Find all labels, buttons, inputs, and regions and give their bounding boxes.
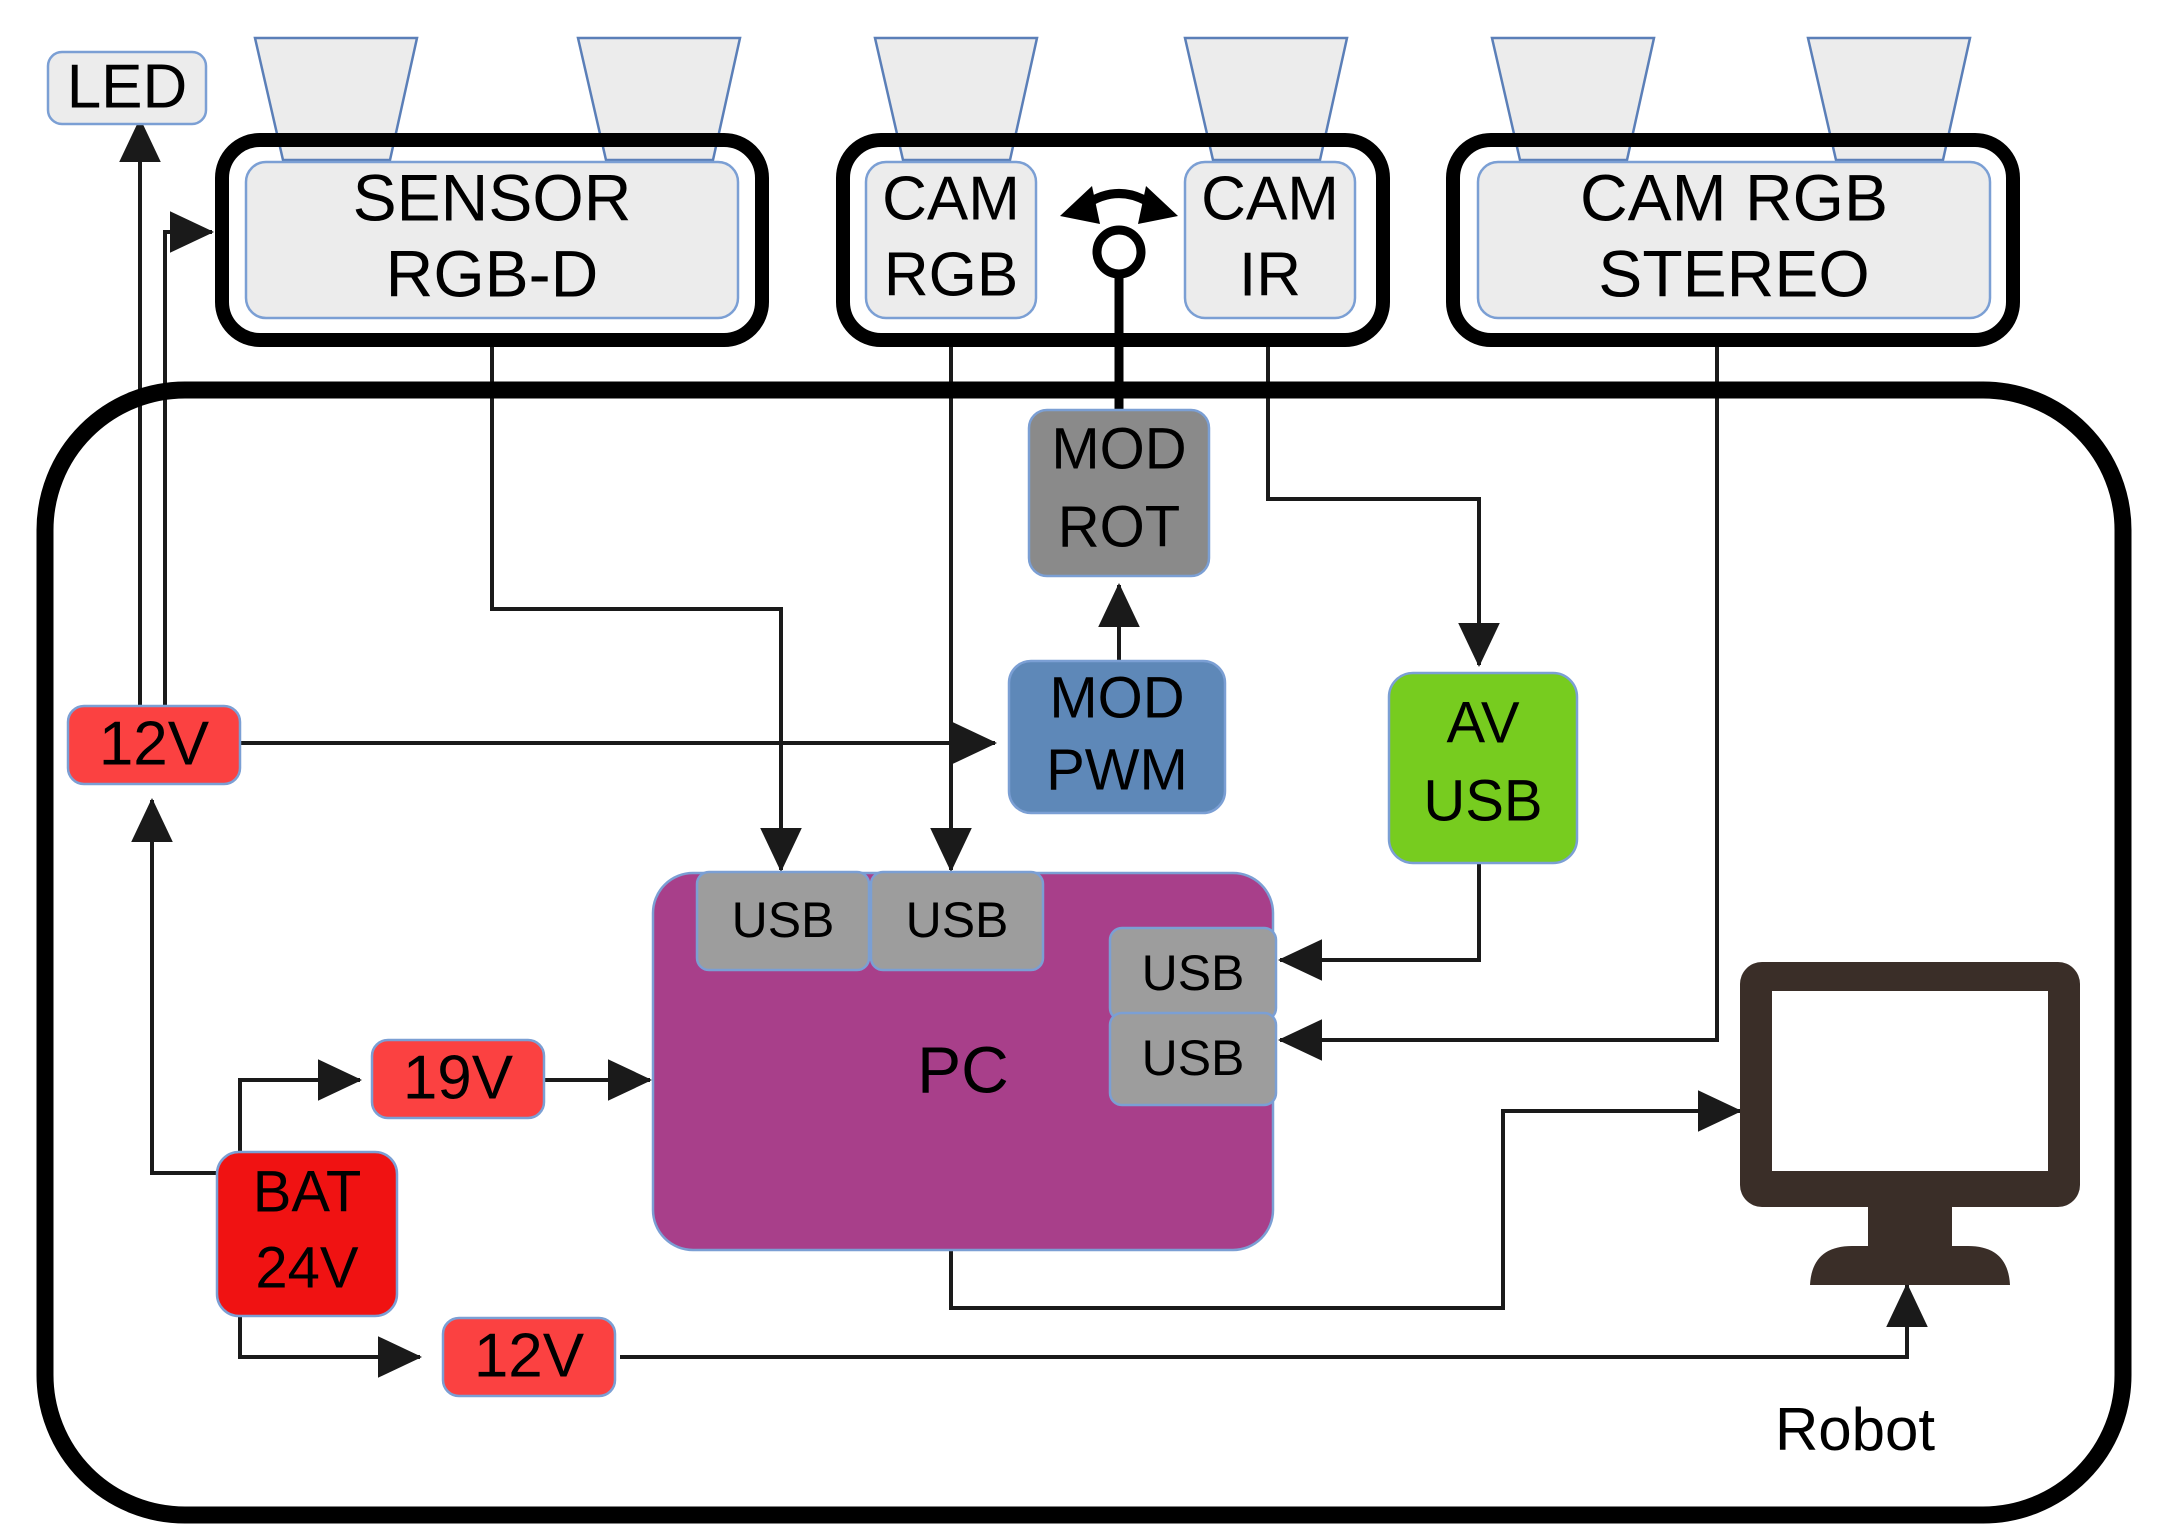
wire-stereo-to-usb4 <box>1278 342 1719 1061</box>
mod-rot-box <box>1027 408 1211 578</box>
battery-block: BAT 24V <box>215 1150 399 1318</box>
mod-rot-label-line1: MOD <box>1051 416 1186 481</box>
display-monitor-icon <box>1740 962 2080 1285</box>
sensor-rgbd-panel <box>244 160 740 320</box>
pc-block: PC USB USB USB USB <box>651 870 1278 1252</box>
cam-rgb-label-line2: RGB <box>884 240 1018 309</box>
mod-pwm-box <box>1007 659 1227 815</box>
cam-ir-lens-cone <box>1183 36 1349 162</box>
mod-pwm-label-line2: PWM <box>1046 737 1188 802</box>
pc-label: PC <box>917 1032 1009 1106</box>
av-usb-label-line2: USB <box>1423 768 1542 833</box>
pan-camera-head-block: CAM RGB CAM IR <box>836 36 1390 347</box>
pan-camera-outer-shell <box>836 133 1390 347</box>
cam-rgb-stereo-panel <box>1476 160 1992 320</box>
pc-usb-port-top-2[interactable] <box>869 870 1045 972</box>
mod-rot-block: MOD ROT <box>1027 408 1211 578</box>
rail-12v-top-label: 12V <box>99 709 210 778</box>
cam-rgb-lens-cone <box>873 36 1039 162</box>
cam-rgb-stereo-outer-shell <box>1446 133 2020 347</box>
stereo-lens-cone-right <box>1806 36 1972 162</box>
sensor-lens-cone-right <box>576 36 742 162</box>
cam-rgb-stereo-label-line2: STEREO <box>1598 236 1869 310</box>
sensor-rgbd-label-line2: RGB-D <box>386 236 599 310</box>
rotation-pivot-circle <box>1092 225 1146 279</box>
wire-bat-to-19v <box>238 1059 362 1163</box>
rotation-arrowhead-left <box>1060 186 1100 224</box>
cam-ir-panel <box>1183 160 1357 320</box>
av-usb-box <box>1387 671 1579 865</box>
sensor-rgbd-block: SENSOR RGB-D <box>215 36 769 347</box>
power-rail-19v: 19V <box>370 1038 546 1120</box>
cam-rgb-panel <box>864 160 1038 320</box>
battery-label-line1: BAT <box>253 1159 362 1224</box>
led-box <box>46 50 208 126</box>
rail-12v-top-box <box>66 704 242 786</box>
cam-rgb-stereo-block: CAM RGB STEREO <box>1446 36 2020 347</box>
stereo-lens-cone-left <box>1490 36 1656 162</box>
mod-rot-label-line2: ROT <box>1058 494 1180 559</box>
mod-pwm-label-line1: MOD <box>1049 665 1184 730</box>
wire-cam-ir-to-av-usb <box>1266 342 1500 667</box>
wire-av-usb-to-usb3 <box>1278 862 1481 981</box>
wire-12v-to-sensor <box>140 211 214 774</box>
robot-enclosure <box>36 381 2132 1524</box>
mod-pwm-block: MOD PWM <box>1007 659 1227 815</box>
pc-usb-port-right-1-label: USB <box>1142 945 1245 1001</box>
av-usb-label-line1: AV <box>1446 690 1519 755</box>
sensor-rgbd-label-line1: SENSOR <box>353 160 632 234</box>
cam-rgb-label-line1: CAM <box>882 164 1020 233</box>
cam-ir-label-line1: CAM <box>1201 164 1339 233</box>
robot-enclosure-label: Robot <box>1775 1396 1935 1463</box>
sensor-lens-cone-left <box>253 36 419 162</box>
rail-12v-bottom-box <box>441 1316 617 1398</box>
wire-bat-to-12v-top <box>131 798 240 1175</box>
wire-pc-to-monitor <box>949 1090 1742 1310</box>
wire-sensor-to-usb1 <box>490 342 802 872</box>
cam-ir-label-line2: IR <box>1239 240 1301 309</box>
pc-usb-port-top-1[interactable] <box>695 870 871 972</box>
pc-usb-port-right-2-label: USB <box>1142 1030 1245 1086</box>
wire-12v-bottom-to-monitor <box>620 1283 1928 1359</box>
rail-19v-box <box>370 1038 546 1120</box>
pan-rotation-indicator-icon <box>1060 186 1178 279</box>
monitor-screen <box>1772 991 2048 1171</box>
sensor-rgbd-outer-shell <box>215 133 769 347</box>
rail-12v-bottom-label: 12V <box>474 1321 585 1390</box>
monitor-base <box>1810 1246 2010 1285</box>
power-rail-12v-bottom: 12V <box>441 1316 617 1398</box>
pc-usb-port-top-2-label: USB <box>906 892 1009 948</box>
pc-usb-port-top-1-label: USB <box>732 892 835 948</box>
pc-usb-port-right-2[interactable] <box>1108 1011 1278 1107</box>
av-usb-block: AV USB <box>1387 671 1579 865</box>
battery-label-line2: 24V <box>255 1235 359 1300</box>
battery-box <box>215 1150 399 1318</box>
led-label: LED <box>67 52 188 121</box>
rail-19v-label: 19V <box>403 1043 514 1112</box>
cam-rgb-stereo-label-line1: CAM RGB <box>1580 160 1888 234</box>
led-block: LED <box>46 50 208 126</box>
power-rail-12v-top: 12V <box>66 704 242 786</box>
rotation-arrowhead-right <box>1138 186 1178 224</box>
